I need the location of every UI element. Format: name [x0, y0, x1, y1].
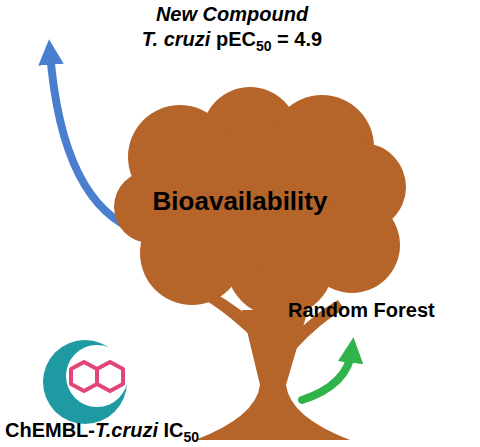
green-arrow [302, 350, 352, 400]
result-heading: New Compound [156, 2, 308, 26]
data-source-label: ChEMBL-T.cruzi IC50 [5, 418, 199, 447]
method-label: Random Forest [288, 298, 435, 322]
node-text: Bioavailability [153, 186, 328, 217]
tree-shape: Bioavailability [110, 85, 410, 440]
result-value: T. cruzi pEC50 = 4.9 [142, 27, 322, 58]
tree-illustration [110, 85, 410, 440]
chembl-logo [43, 340, 128, 424]
